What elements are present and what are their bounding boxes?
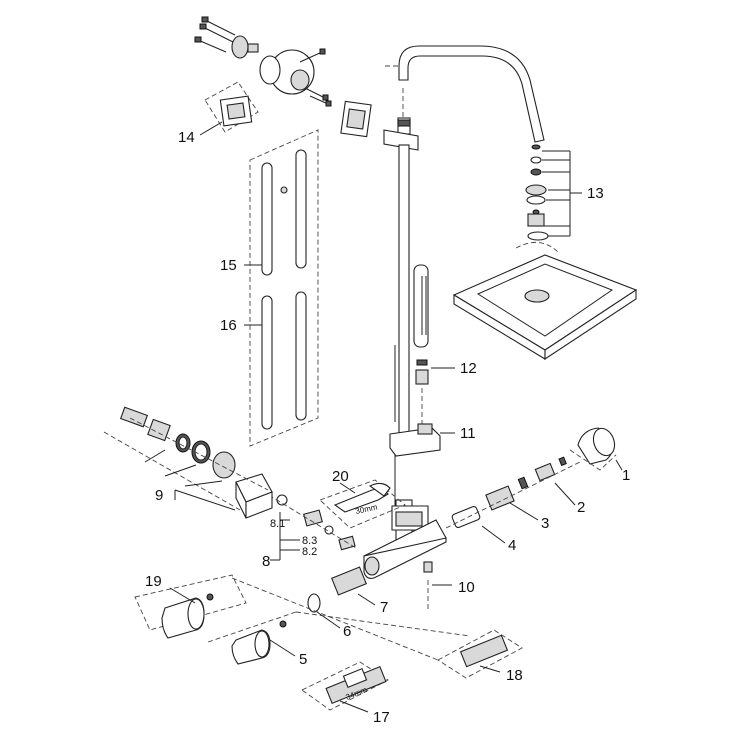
hand-shower	[389, 264, 455, 457]
label-20: 20	[332, 468, 349, 485]
thermostat-body	[261, 427, 623, 629]
valve-parts-group	[103, 406, 273, 519]
part-number-labels: 14 15 16 13 12 11 1 2 3 4 10 7 6 5 9 20 …	[145, 129, 630, 726]
label-3: 3	[541, 515, 549, 532]
label-8: 8	[262, 553, 270, 570]
label-11: 11	[460, 425, 476, 442]
label-8-1: 8.1	[270, 518, 285, 530]
label-1: 1	[622, 467, 630, 484]
label-18: 18	[506, 667, 523, 684]
head-shower	[452, 144, 638, 361]
label-14: 14	[178, 129, 195, 146]
label-10: 10	[458, 579, 475, 596]
label-16: 16	[220, 317, 237, 334]
label-6: 6	[343, 623, 351, 640]
wall-bracket-group	[194, 16, 372, 138]
lower-handles	[134, 574, 523, 713]
label-12: 12	[460, 360, 477, 377]
label-7: 7	[380, 599, 388, 616]
label-17: 17	[373, 709, 390, 726]
label-8-2: 8.2	[302, 546, 317, 558]
label-19: 19	[145, 573, 162, 590]
rail-panel	[244, 129, 319, 447]
label-2: 2	[577, 499, 585, 516]
wrench-tool	[319, 479, 406, 529]
label-9: 9	[155, 487, 163, 504]
label-8-3: 8.3	[302, 535, 317, 547]
label-13: 13	[587, 185, 604, 202]
label-4: 4	[508, 537, 516, 554]
label-15: 15	[220, 257, 237, 274]
label-5: 5	[299, 651, 307, 668]
